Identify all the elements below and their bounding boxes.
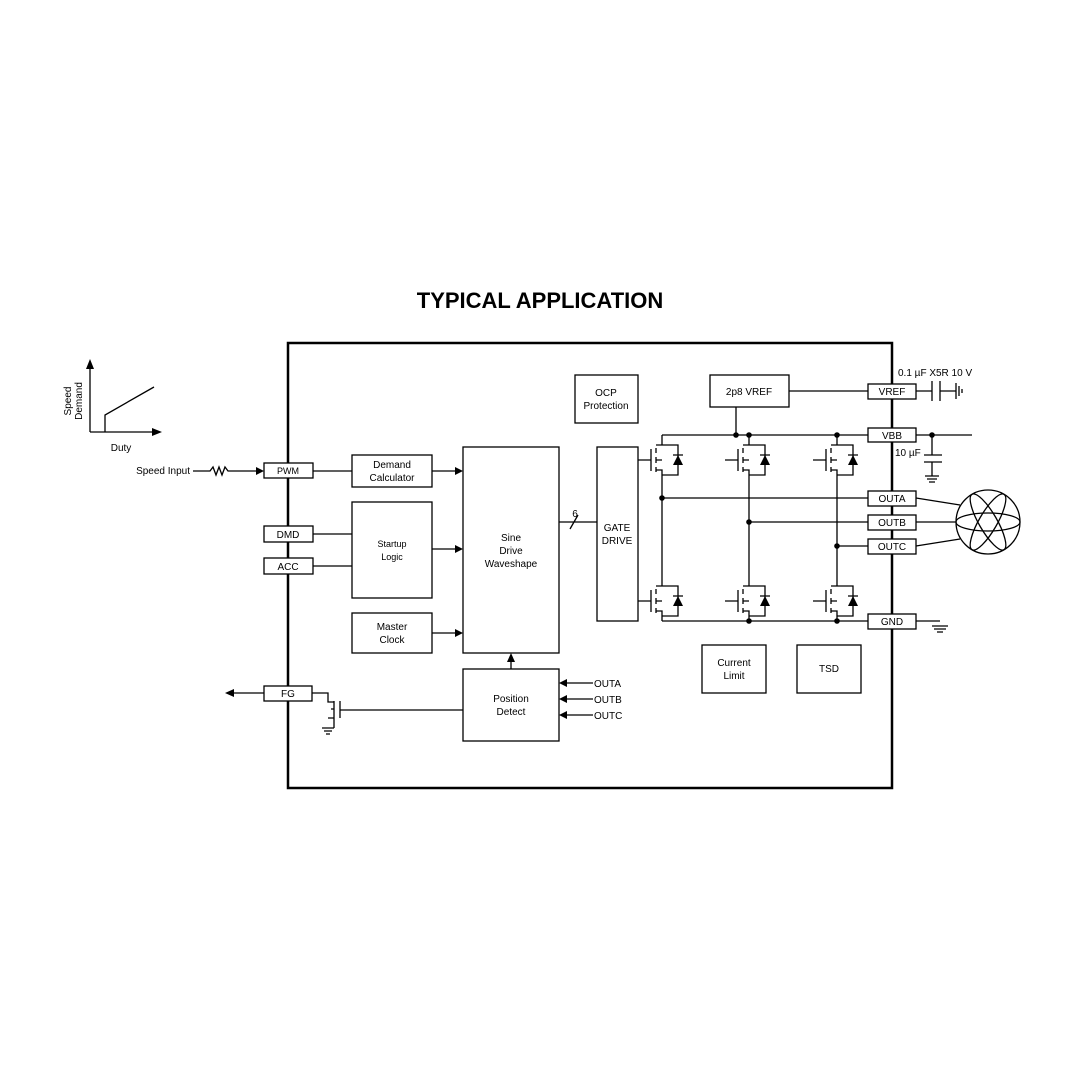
body-diode-icon — [760, 455, 770, 465]
graph-y-label-speed: Speed — [63, 387, 74, 416]
pin-vref — [867, 383, 917, 400]
position-detect-block — [462, 668, 560, 742]
pin-gnd — [867, 613, 917, 630]
mosfet-icon — [638, 576, 683, 617]
diagram-title: TYPICAL APPLICATION — [417, 288, 664, 313]
tsd-block — [796, 644, 862, 694]
gate-drive-label: GATE — [604, 523, 631, 534]
master-clock-block — [351, 612, 433, 654]
body-diode-icon — [673, 455, 683, 465]
ocp-protection-block — [574, 374, 639, 424]
pin-outc-label: OUTC — [878, 542, 906, 553]
pin-vref-label: VREF — [879, 387, 906, 398]
demand-calculator-label-2: Calculator — [369, 473, 415, 484]
bus-width-label: 6 — [572, 509, 578, 520]
vbb-capacitor-label: 10 µF — [895, 448, 921, 459]
current-limit-block — [701, 644, 767, 694]
vref-regulator-block — [709, 374, 790, 408]
body-diode-icon — [848, 455, 858, 465]
position-detect-label: Position — [493, 694, 529, 705]
master-clock-label: Master — [377, 622, 408, 633]
mosfet-icon — [638, 435, 683, 476]
pos-input-outa: OUTA — [594, 679, 621, 690]
pin-fg-label: FG — [281, 689, 295, 700]
input-resistor — [193, 465, 258, 477]
speed-demand-graph: Speed Demand Duty — [63, 359, 162, 454]
sine-label-1: Sine — [501, 533, 521, 544]
pin-pwm-label: PWM — [277, 466, 299, 476]
graph-x-label: Duty — [111, 443, 132, 454]
mosfet-icon — [813, 435, 858, 476]
pin-outc — [867, 538, 917, 555]
startup-logic-block — [351, 501, 433, 599]
vref-regulator-label: 2p8 VREF — [726, 387, 772, 398]
pin-gnd-label: GND — [881, 617, 903, 628]
graph-y-label-demand: Demand — [74, 382, 85, 420]
startup-logic-label-2: Logic — [381, 552, 403, 562]
pin-outa-label: OUTA — [878, 494, 905, 505]
body-diode-icon — [673, 596, 683, 606]
mosfet-icon — [813, 576, 858, 617]
sine-label-2: Drive — [499, 546, 523, 557]
demand-calculator-block — [351, 454, 433, 488]
pin-acc-label: ACC — [277, 562, 298, 573]
body-diode-icon — [760, 596, 770, 606]
pin-dmd-label: DMD — [277, 530, 300, 541]
fg-output-transistor — [312, 692, 463, 735]
current-limit-label-2: Limit — [723, 671, 744, 682]
speed-input-label: Speed Input — [136, 466, 190, 477]
pos-input-outb: OUTB — [594, 695, 622, 706]
body-diode-icon — [848, 596, 858, 606]
pin-vbb-label: VBB — [882, 431, 902, 442]
vref-capacitor-label: 0.1 µF X5R 10 V — [898, 368, 972, 379]
pin-outb-label: OUTB — [878, 518, 906, 529]
sine-label-3: Waveshape — [485, 559, 538, 570]
h-bridge — [638, 435, 858, 621]
gate-drive-label-2: DRIVE — [602, 536, 633, 547]
gate-drive-block — [596, 446, 639, 622]
demand-calculator-label: Demand — [373, 460, 411, 471]
ocp-label: OCP — [595, 388, 617, 399]
position-inputs: OUTA OUTB OUTC — [559, 679, 622, 722]
master-clock-label-2: Clock — [379, 635, 405, 646]
startup-logic-label: Startup — [377, 539, 406, 549]
mosfet-icon — [725, 576, 770, 617]
pin-vbb — [867, 427, 917, 443]
mosfet-icon — [725, 435, 770, 476]
position-detect-label-2: Detect — [497, 707, 526, 718]
motor-icon — [915, 489, 1021, 555]
current-limit-label: Current — [717, 658, 751, 669]
tsd-label: TSD — [819, 664, 839, 675]
ocp-label-2: Protection — [583, 401, 628, 412]
pos-input-outc: OUTC — [594, 711, 622, 722]
